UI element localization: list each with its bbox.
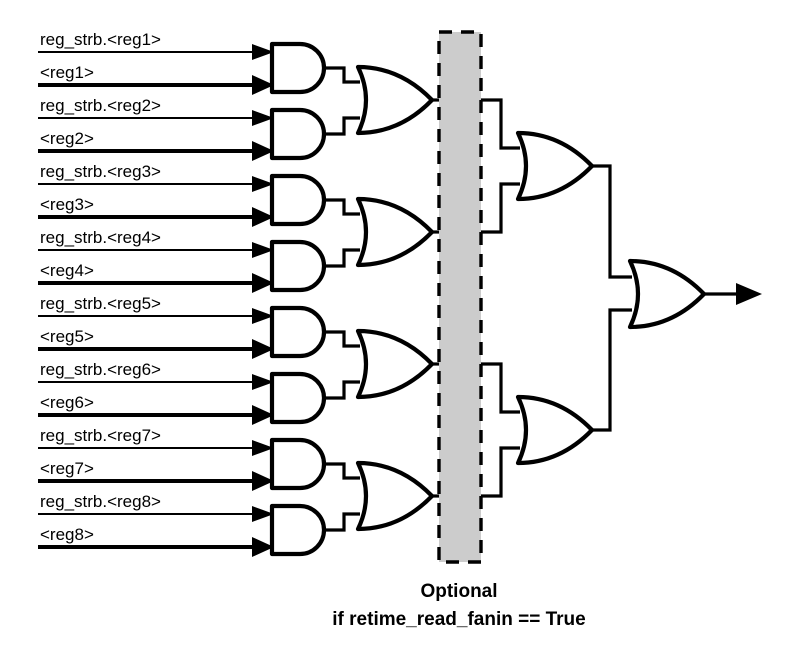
- net-retime1-to-or5: [481, 98, 520, 150]
- input-label-data-5: <reg5>: [40, 327, 94, 346]
- input-label-strobe-3: reg_strb.<reg3>: [40, 162, 161, 181]
- input-label-strobe-2: reg_strb.<reg2>: [40, 96, 161, 115]
- or-gate-3: [358, 331, 432, 397]
- input-arrowhead-data-8: [252, 537, 274, 557]
- and-gate-2: [272, 110, 324, 158]
- and-gate-5: [272, 308, 324, 356]
- net-and8-to-or4: [324, 512, 360, 532]
- input-row-5: reg_strb.<reg5> <reg5>: [38, 294, 274, 359]
- input-label-data-7: <reg7>: [40, 459, 94, 478]
- or-gate-5: [518, 133, 592, 199]
- input-arrowhead-data-6: [252, 405, 274, 425]
- or-gate-4: [358, 463, 432, 529]
- net-retime2-to-or5: [481, 182, 520, 234]
- input-row-6: reg_strb.<reg6> <reg6>: [38, 360, 274, 425]
- or-gate-7-final: [630, 261, 704, 327]
- input-arrowhead-data-7: [252, 471, 274, 491]
- input-label-data-8: <reg8>: [40, 525, 94, 544]
- and-gate-7: [272, 440, 324, 488]
- and-gate-3: [272, 176, 324, 224]
- input-arrowhead-data-1: [252, 75, 274, 95]
- input-arrowhead-strobe-8: [252, 506, 274, 522]
- or-gate-6: [518, 397, 592, 463]
- net-retime3-to-or6: [481, 362, 520, 414]
- input-arrowhead-strobe-7: [252, 440, 274, 456]
- input-arrowhead-strobe-2: [252, 110, 274, 126]
- input-arrowhead-data-2: [252, 141, 274, 161]
- input-arrowhead-strobe-4: [252, 242, 274, 258]
- net-and4-to-or2: [324, 248, 360, 268]
- input-arrowhead-strobe-6: [252, 374, 274, 390]
- net-and1-to-or1: [324, 66, 360, 84]
- input-row-7: reg_strb.<reg7> <reg7>: [38, 426, 274, 491]
- input-arrowhead-strobe-5: [252, 308, 274, 324]
- retime-caption-line1: Optional: [420, 581, 497, 602]
- input-row-3: reg_strb.<reg3> <reg3>: [38, 162, 274, 227]
- net-and6-to-or3: [324, 380, 360, 400]
- input-label-strobe-6: reg_strb.<reg6>: [40, 360, 161, 379]
- net-and3-to-or2: [324, 198, 360, 216]
- input-label-strobe-4: reg_strb.<reg4>: [40, 228, 161, 247]
- and-gate-8: [272, 506, 324, 554]
- input-label-strobe-1: reg_strb.<reg1>: [40, 30, 161, 49]
- net-and7-to-or4: [324, 462, 360, 480]
- input-arrowhead-strobe-3: [252, 176, 274, 192]
- net-and5-to-or3: [324, 330, 360, 348]
- input-label-strobe-8: reg_strb.<reg8>: [40, 492, 161, 511]
- and-gate-6: [272, 374, 324, 422]
- and-gate-1: [272, 44, 324, 92]
- net-and2-to-or1: [324, 116, 360, 136]
- input-label-data-1: <reg1>: [40, 63, 94, 82]
- input-row-2: reg_strb.<reg2> <reg2>: [38, 96, 274, 161]
- input-label-strobe-7: reg_strb.<reg7>: [40, 426, 161, 445]
- net-retime4-to-or6: [481, 446, 520, 498]
- net-or6-to-or7: [592, 308, 632, 432]
- input-label-data-3: <reg3>: [40, 195, 94, 214]
- output-arrowhead-icon: [736, 283, 762, 305]
- input-row-1: reg_strb.<reg1> <reg1>: [38, 30, 274, 95]
- or-gate-1: [358, 67, 432, 133]
- input-arrowhead-data-3: [252, 207, 274, 227]
- or-gate-2: [358, 199, 432, 265]
- retime-register-box[interactable]: [437, 30, 483, 564]
- input-arrowhead-strobe-1: [252, 44, 274, 60]
- input-arrowhead-data-4: [252, 273, 274, 293]
- input-row-8: reg_strb.<reg8> <reg8>: [38, 492, 274, 557]
- input-row-4: reg_strb.<reg4> <reg4>: [38, 228, 274, 293]
- net-or5-to-or7: [592, 164, 632, 279]
- input-label-data-6: <reg6>: [40, 393, 94, 412]
- input-label-strobe-5: reg_strb.<reg5>: [40, 294, 161, 313]
- input-label-data-2: <reg2>: [40, 129, 94, 148]
- input-label-data-4: <reg4>: [40, 261, 94, 280]
- input-arrowhead-data-5: [252, 339, 274, 359]
- retime-caption-line2: if retime_read_fanin == True: [332, 609, 585, 630]
- and-gate-4: [272, 242, 324, 290]
